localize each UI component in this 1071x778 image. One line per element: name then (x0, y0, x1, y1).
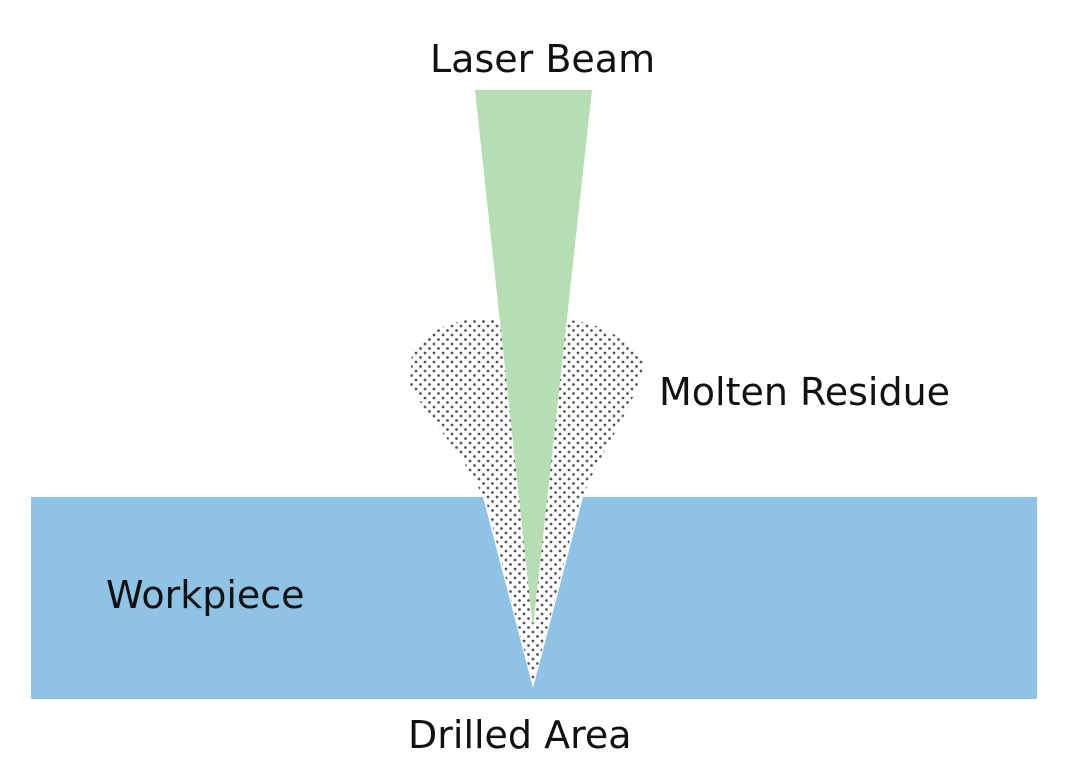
drilled-area-label: Drilled Area (408, 713, 632, 757)
laser-beam (475, 90, 592, 628)
workpiece-label: Workpiece (106, 573, 305, 617)
molten-residue-label: Molten Residue (659, 370, 951, 414)
laser-beam-label: Laser Beam (430, 37, 656, 81)
